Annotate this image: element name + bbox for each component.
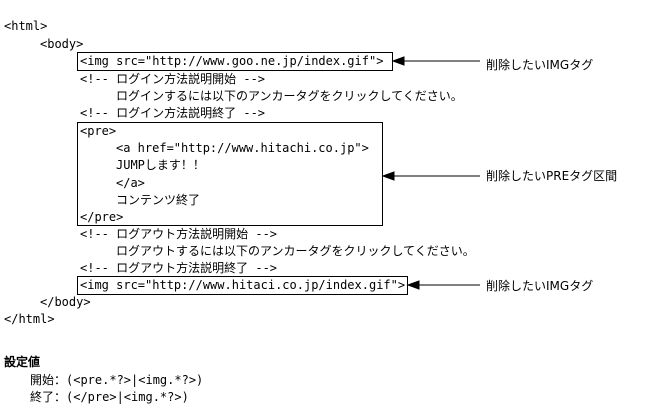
code-line-content-end: コンテンツ終了	[116, 193, 201, 207]
code-line-pre-close: </pre>	[80, 210, 124, 224]
code-line-logout-comment-end: <!-- ログアウト方法説明終了 -->	[80, 261, 278, 275]
code-line-login-comment-end: <!-- ログイン方法説明終了 -->	[80, 106, 266, 120]
settings-start-value: 開始：(<pre.*?>|<img.*?>)	[30, 373, 204, 387]
arrow-head-img-top	[391, 56, 405, 66]
arrow-head-pre	[381, 171, 395, 181]
code-line-anchor-open: <a href="http://www.hitachi.co.jp">	[116, 141, 369, 155]
img-bottom-highlight-box	[77, 276, 408, 295]
code-line-login-text: ログインするには以下のアンカータグをクリックしてください。	[116, 89, 463, 103]
code-line-jump-text: JUMPします！！	[116, 158, 205, 172]
code-line-html-close: </html>	[4, 312, 55, 326]
code-line-html-open: <html>	[4, 19, 48, 33]
settings-title: 設定値	[4, 355, 41, 369]
code-line-body-close: </body>	[40, 295, 91, 309]
callout-label-img-top: 削除したいIMGタグ	[486, 58, 594, 72]
img-top-highlight-box	[77, 52, 393, 71]
code-line-img-goo: <img src="http://www.goo.ne.jp/index.gif…	[80, 54, 384, 68]
callout-label-img-bottom: 削除したいIMGタグ	[486, 279, 594, 293]
code-line-logout-text: ログアウトするには以下のアンカータグをクリックしてください。	[116, 244, 475, 258]
arrow-head-img-bottom	[406, 280, 420, 290]
code-line-body-open: <body>	[40, 37, 84, 51]
code-line-logout-comment-start: <!-- ログアウト方法説明開始 -->	[80, 227, 278, 241]
code-line-pre-open: <pre>	[80, 124, 117, 138]
pre-section-highlight-box	[77, 122, 383, 226]
settings-end-value: 終了：(</pre>|<img.*?>)	[30, 390, 189, 404]
callout-label-pre: 削除したいPREタグ区間	[486, 169, 618, 183]
code-line-img-hitaci: <img src="http://www.hitaci.co.jp/index.…	[80, 278, 406, 292]
code-line-login-comment-start: <!-- ログイン方法説明開始 -->	[80, 72, 266, 86]
code-line-anchor-close: </a>	[116, 176, 145, 190]
